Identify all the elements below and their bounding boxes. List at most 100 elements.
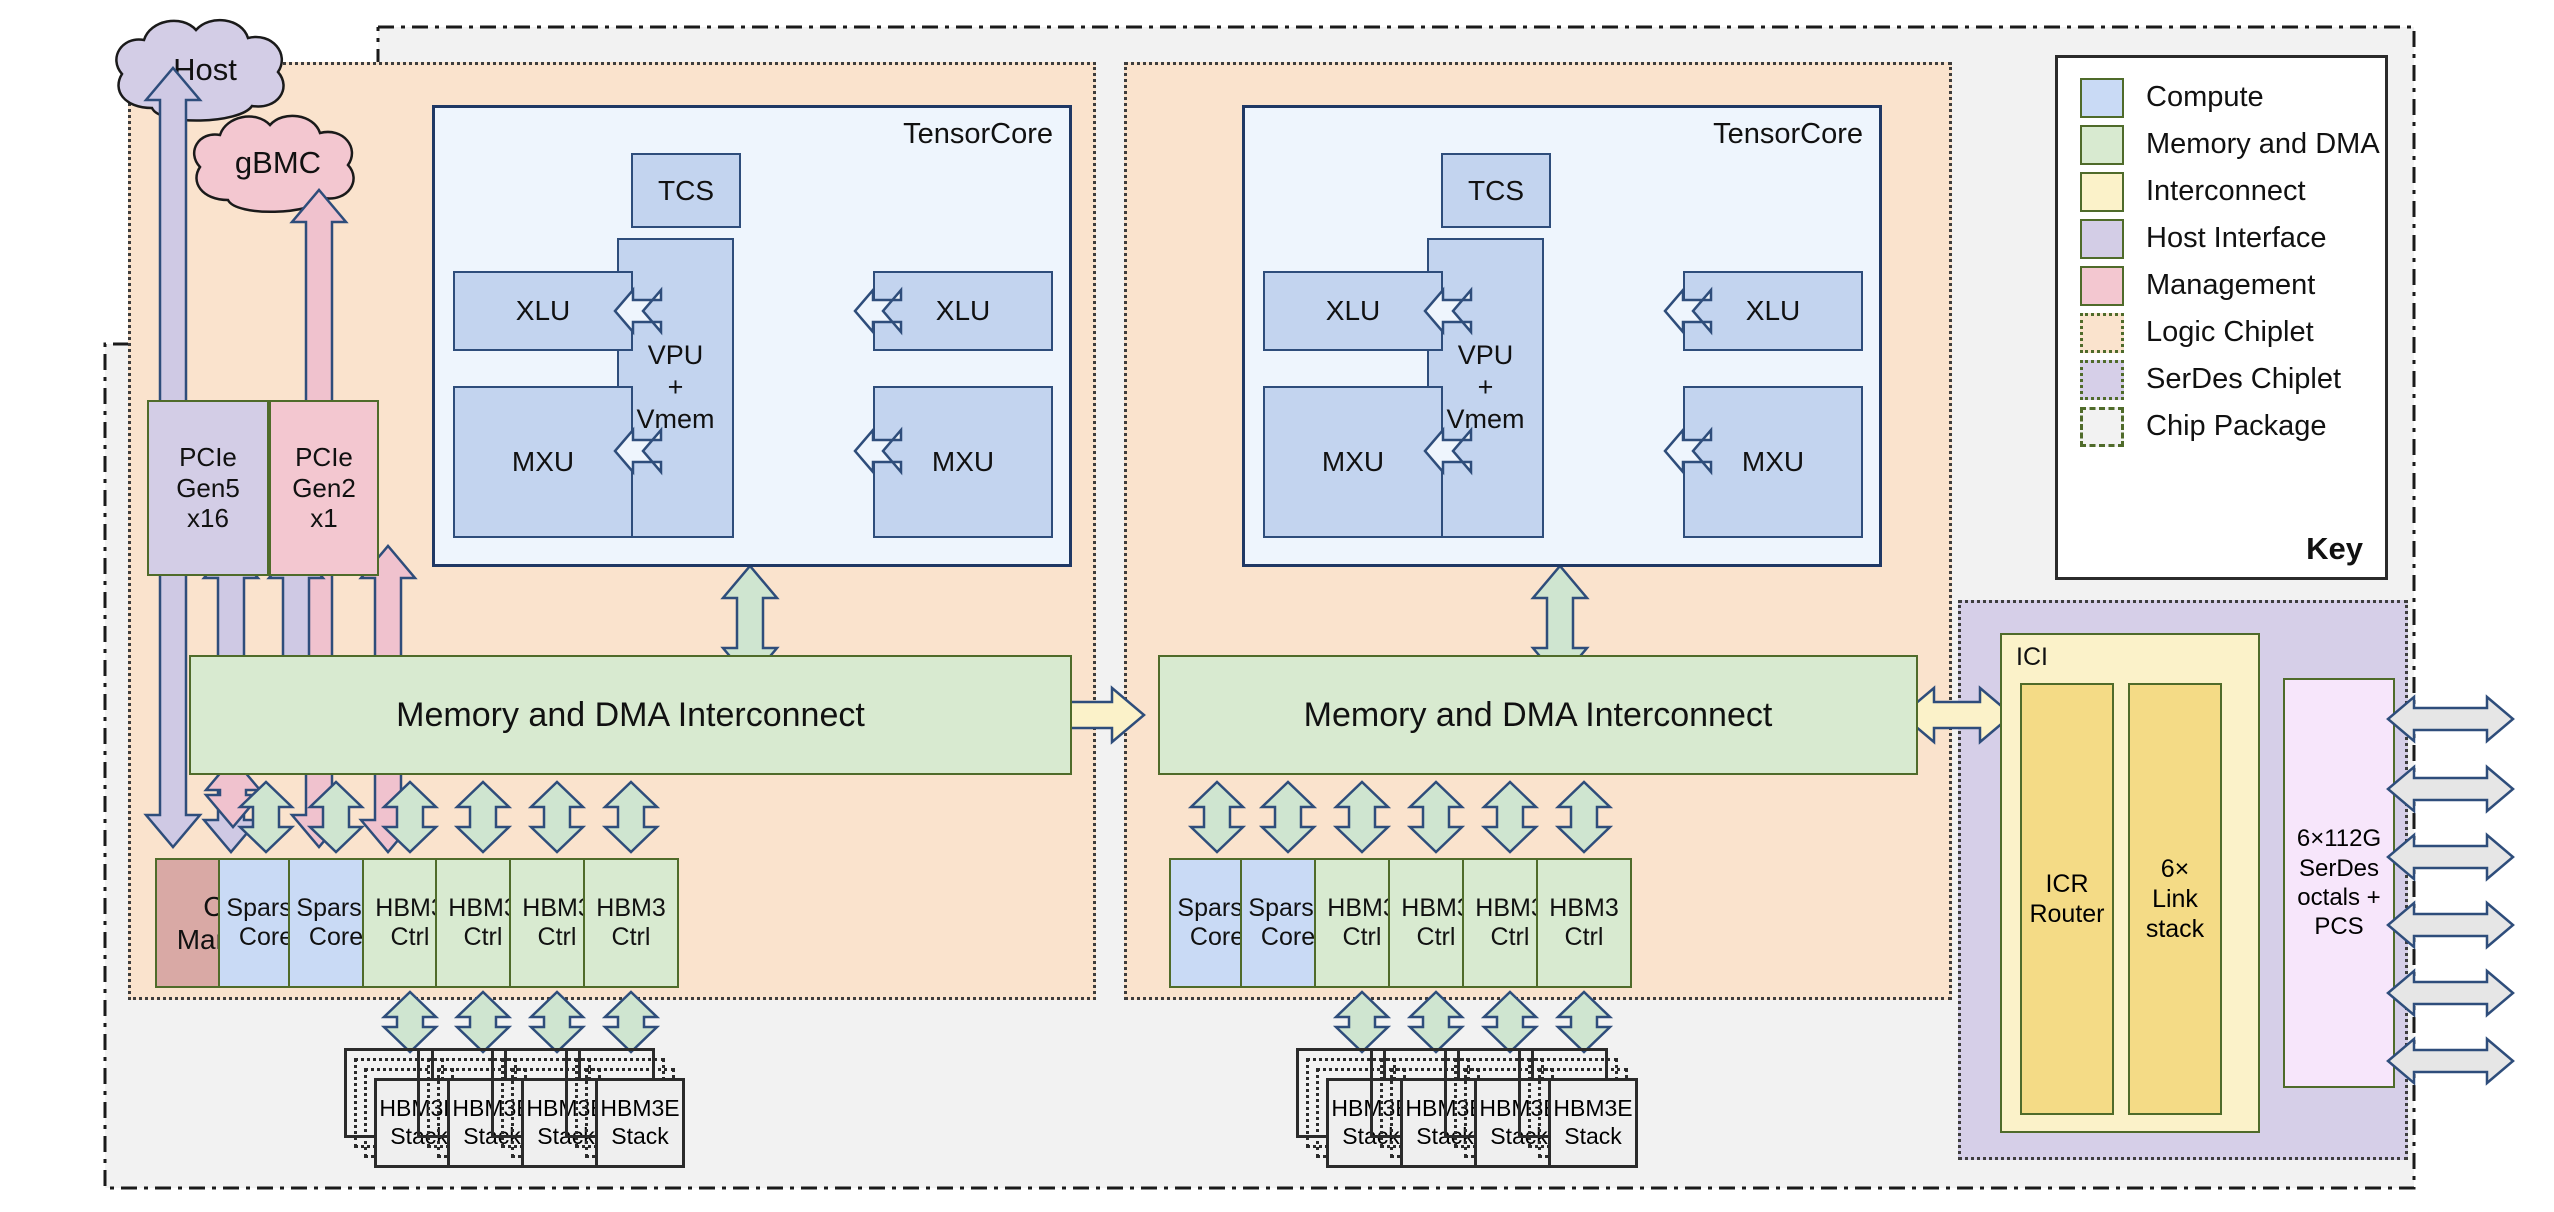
serdes-link-arrow-5: [2386, 1036, 2515, 1086]
legend-item-management: Management: [2058, 262, 2385, 309]
legend-item-logic-chiplet: Logic Chiplet: [2058, 309, 2385, 356]
left-chiplet-block-5-line-1: Ctrl: [611, 923, 651, 951]
gbmc-cloud-label: gBMC: [234, 145, 322, 180]
mxu-right-1[interactable]: MXU: [873, 386, 1053, 538]
vpu-line-1-2: VPU: [1457, 340, 1514, 371]
arrow-mxu-left-vpu-1: [613, 426, 663, 476]
arrow-right-chiplet-1: [1258, 780, 1318, 854]
legend-item-compute: Compute: [2058, 74, 2385, 121]
right-chiplet-block-3-line-1: Ctrl: [1416, 923, 1456, 951]
arrow-vpu-xlu-right-2: [1663, 286, 1713, 336]
tensorcore-2-internal-arrows: [1423, 286, 1713, 476]
arrow-hbm-ctrl-to-stack-5: [1406, 990, 1466, 1054]
legend-swatch-4: [2080, 265, 2124, 306]
right-chiplet-block-2-line-1: Ctrl: [1342, 923, 1382, 951]
xlu-left-label-1: XLU: [515, 295, 571, 327]
serdes-link-arrow-4: [2386, 968, 2515, 1018]
arrow-xlu-left-vpu-2: [1423, 286, 1473, 336]
serdes-line-1: 6×112G: [2296, 825, 2382, 853]
pcie-gen2-line-3: x1: [310, 503, 338, 534]
legend-swatch-1: [2080, 124, 2124, 165]
right-chiplet-block-4-line-0: HBM3: [1475, 893, 1545, 922]
serdes-block[interactable]: 6×112G SerDes octals + PCS: [2283, 678, 2395, 1088]
tensorcore-1: TensorCore TCS VPU + Vmem XLU XLU MXU MX…: [432, 105, 1072, 567]
link-stack-line-3: stack: [2145, 915, 2205, 943]
link-stack-block[interactable]: 6× Link stack: [2128, 683, 2222, 1115]
legend-label-0: Compute: [2146, 81, 2264, 113]
memory-dma-interconnect-2[interactable]: Memory and DMA Interconnect: [1158, 655, 1918, 775]
ici-label: ICI: [2016, 643, 2048, 671]
memory-dma-interconnect-1[interactable]: Memory and DMA Interconnect: [189, 655, 1072, 775]
right-chiplet-block-0-line-1: Core: [1189, 923, 1245, 951]
legend-item-interconnect: Interconnect: [2058, 168, 2385, 215]
tcs-block-1[interactable]: TCS: [631, 153, 741, 228]
xlu-right-1[interactable]: XLU: [873, 271, 1053, 351]
legend-label-4: Management: [2146, 269, 2316, 301]
hbm3e-stack-7-line-1: Stack: [1564, 1123, 1622, 1149]
hbm3e-stack-3-line-1: Stack: [611, 1123, 669, 1149]
arrow-hbm-ctrl-to-stack-0: [380, 990, 440, 1054]
legend-swatch-7: [2080, 406, 2124, 447]
legend-item-memory-and-dma: Memory and DMA: [2058, 121, 2385, 168]
tcs-block-2[interactable]: TCS: [1441, 153, 1551, 228]
mxu-right-label-2: MXU: [1741, 446, 1805, 478]
left-chiplet-block-3-line-0: HBM3: [448, 893, 518, 922]
mxu-right-label-1: MXU: [931, 446, 995, 478]
arrow-left-chiplet-1: [306, 780, 366, 854]
right-chiplet-block-3-line-0: HBM3: [1401, 893, 1471, 922]
legend-swatch-3: [2080, 218, 2124, 259]
pcie-gen5-line-3: x16: [187, 503, 229, 534]
icr-router-line-2: Router: [2029, 900, 2105, 928]
mxu-left-2[interactable]: MXU: [1263, 386, 1443, 538]
arrow-left-chiplet-0: [236, 780, 296, 854]
xlu-left-2[interactable]: XLU: [1263, 271, 1443, 351]
arrow-left-chiplet-2: [380, 780, 440, 854]
xlu-left-label-2: XLU: [1325, 295, 1381, 327]
mxu-left-1[interactable]: MXU: [453, 386, 633, 538]
tensorcore-1-internal-arrows: [613, 286, 903, 476]
icr-router-block[interactable]: ICR Router: [2020, 683, 2114, 1115]
arrow-hbm-ctrl-to-stack-6: [1480, 990, 1540, 1054]
legend-item-chip-package: Chip Package: [2058, 403, 2385, 450]
arrow-tensorcore2-interconnect: [1530, 564, 1590, 682]
pcie-gen5-block[interactable]: PCIe Gen5 x16: [147, 400, 269, 576]
legend-item-serdes-chiplet: SerDes Chiplet: [2058, 356, 2385, 403]
xlu-right-label-2: XLU: [1745, 295, 1801, 327]
pcie-gen2-block[interactable]: PCIe Gen2 x1: [269, 400, 379, 576]
ici-container: ICI ICR Router 6× Link stack: [2000, 633, 2260, 1133]
legend-label-7: Chip Package: [2146, 410, 2327, 442]
legend-swatch-2: [2080, 171, 2124, 212]
arrow-hbm-ctrl-to-stack-3: [601, 990, 661, 1054]
arrow-right-chiplet-0: [1187, 780, 1247, 854]
hbm3e-stack-7-line-0: HBM3E: [1553, 1095, 1633, 1122]
serdes-link-arrow-0: [2386, 694, 2515, 744]
tensorcore-2: TensorCore TCS VPU + Vmem XLU XLU MXU MX…: [1242, 105, 1882, 567]
right-chiplet-block-1-line-1: Core: [1260, 923, 1316, 951]
left-chiplet-block-4-line-1: Ctrl: [537, 923, 577, 951]
left-chiplet-block-5-line-0: HBM3: [596, 893, 666, 922]
mxu-right-2[interactable]: MXU: [1683, 386, 1863, 538]
right-chiplet-block-5-line-0: HBM3: [1549, 893, 1619, 922]
vpu-line-3-2: Vmem: [1446, 403, 1525, 434]
vpu-line-1: VPU: [647, 340, 704, 371]
left-chiplet-block-2-line-1: Ctrl: [390, 923, 430, 951]
left-chiplet-block-4-line-0: HBM3: [522, 893, 592, 922]
arrow-left-chiplet-5: [601, 780, 661, 854]
memory-dma-interconnect-2-label: Memory and DMA Interconnect: [1303, 695, 1773, 734]
icr-router-line-1: ICR: [2045, 870, 2089, 898]
tcs-label-2: TCS: [1468, 174, 1524, 206]
right-chiplet-block-5-line-1: Ctrl: [1564, 923, 1604, 951]
legend-key-label: Key: [2306, 531, 2363, 566]
pcie-gen5-line-1: PCIe: [179, 441, 237, 472]
tensorcore-2-label: TensorCore: [1713, 118, 1863, 150]
